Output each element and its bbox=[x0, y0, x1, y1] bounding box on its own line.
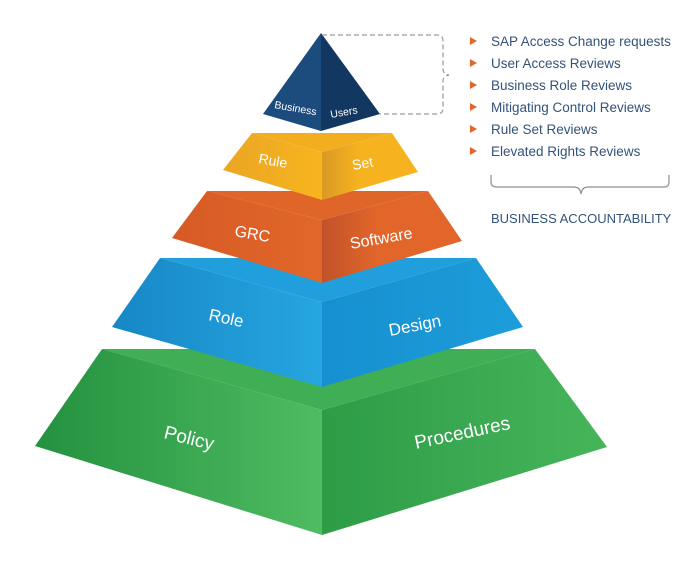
tier-label-right: Set bbox=[351, 154, 375, 173]
bullet-arrow-icon bbox=[470, 81, 477, 89]
list-item-text: Business Role Reviews bbox=[491, 78, 632, 93]
bullet-arrow-icon bbox=[470, 125, 477, 133]
bullet-arrow-icon bbox=[470, 147, 477, 155]
list-item: Mitigating Control Reviews bbox=[470, 100, 651, 115]
bullet-arrow-icon bbox=[470, 103, 477, 111]
list-item-text: Rule Set Reviews bbox=[491, 122, 598, 137]
list-item-text: Elevated Rights Reviews bbox=[491, 144, 641, 159]
tier-label-left: GRC bbox=[233, 223, 271, 246]
tier-business-users: Business Users bbox=[263, 33, 380, 131]
bullet-arrow-icon bbox=[470, 59, 477, 67]
list-item: SAP Access Change requests bbox=[470, 34, 671, 49]
list-item: Business Role Reviews bbox=[470, 78, 632, 93]
tier-rule-set: Rule Set bbox=[223, 133, 418, 200]
list-item: User Access Reviews bbox=[470, 56, 621, 71]
accountability-list: SAP Access Change requests User Access R… bbox=[470, 34, 671, 159]
dashed-bracket bbox=[322, 34, 450, 115]
bullet-arrow-icon bbox=[470, 37, 477, 45]
list-item-text: SAP Access Change requests bbox=[491, 34, 671, 49]
list-item: Rule Set Reviews bbox=[470, 122, 598, 137]
list-item-text: Mitigating Control Reviews bbox=[491, 100, 651, 115]
tier-label-left: Rule bbox=[257, 150, 288, 171]
tier-label-right: Users bbox=[329, 104, 358, 121]
curly-brace bbox=[490, 175, 670, 195]
list-item-text: User Access Reviews bbox=[491, 56, 621, 71]
tier-grc-software: GRC Software bbox=[172, 191, 462, 283]
list-item: Elevated Rights Reviews bbox=[470, 144, 641, 159]
tier-policy-procedures: Policy Procedures bbox=[35, 349, 607, 535]
business-accountability-label: BUSINESS ACCOUNTABILITY bbox=[491, 211, 672, 226]
